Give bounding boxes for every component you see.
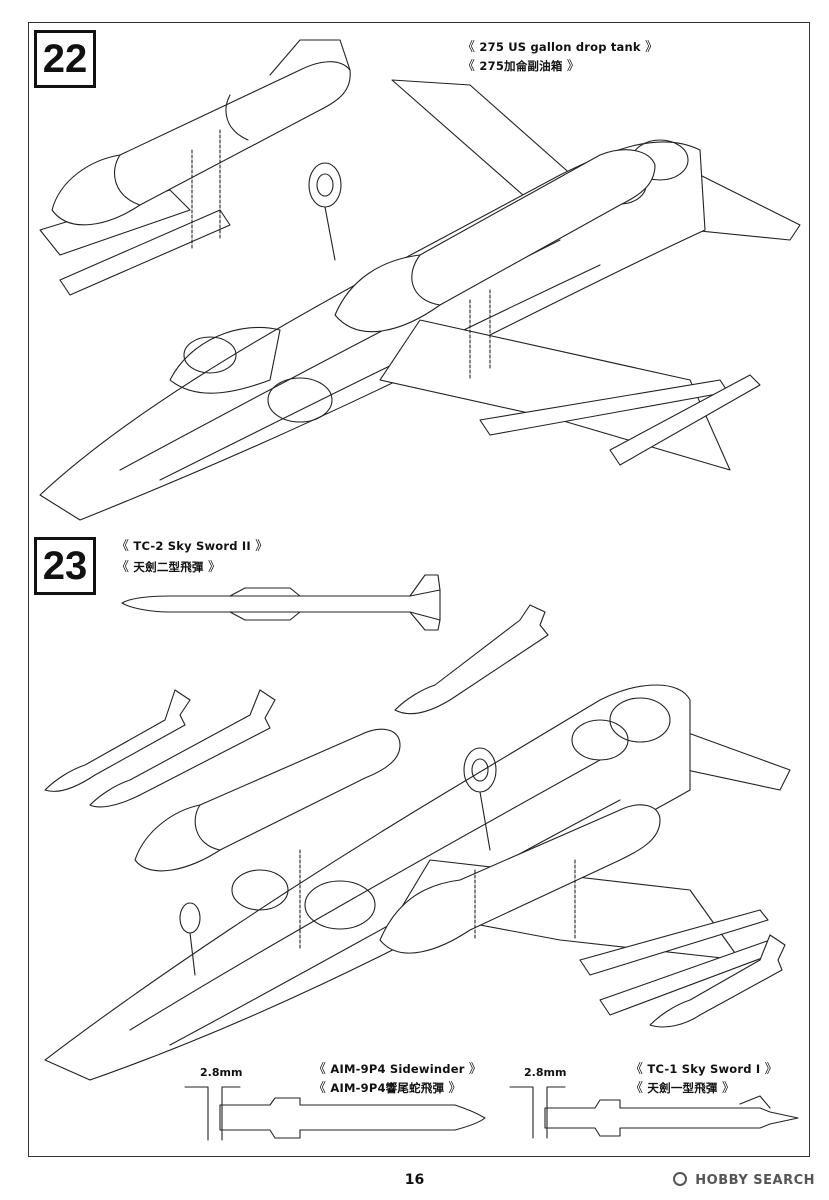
step23-illustration [45,575,798,1140]
page-frame [28,22,810,1157]
step-22-number: 22 [34,30,96,88]
tc2-label-en: 《 TC-2 Sky Sword II 》 [116,539,269,554]
step-23-number: 23 [34,537,96,595]
drop-tank-label-en: 《 275 US gallon drop tank 》 [462,40,659,55]
watermark-text: HOBBY SEARCH [695,1173,815,1188]
page-number: 16 [404,1172,425,1188]
watermark: HOBBY SEARCH [673,1172,815,1188]
aim9-label-en: 《 AIM-9P4 Sidewinder 》 [313,1062,482,1077]
tc1-dimension: 2.8mm [524,1066,567,1079]
tc1-label-en: 《 TC-1 Sky Sword I 》 [630,1062,778,1077]
tc1-label-zh: 《 天劍一型飛彈 》 [630,1081,736,1096]
aim9-label-zh: 《 AIM-9P4響尾蛇飛彈 》 [313,1081,462,1096]
tc2-label-zh: 《 天劍二型飛彈 》 [116,560,222,575]
drop-tank-label-zh: 《 275加侖副油箱 》 [462,59,580,74]
aim9-dimension: 2.8mm [200,1066,243,1079]
step22-illustration [40,40,800,520]
hobby-search-logo-icon [673,1172,688,1186]
